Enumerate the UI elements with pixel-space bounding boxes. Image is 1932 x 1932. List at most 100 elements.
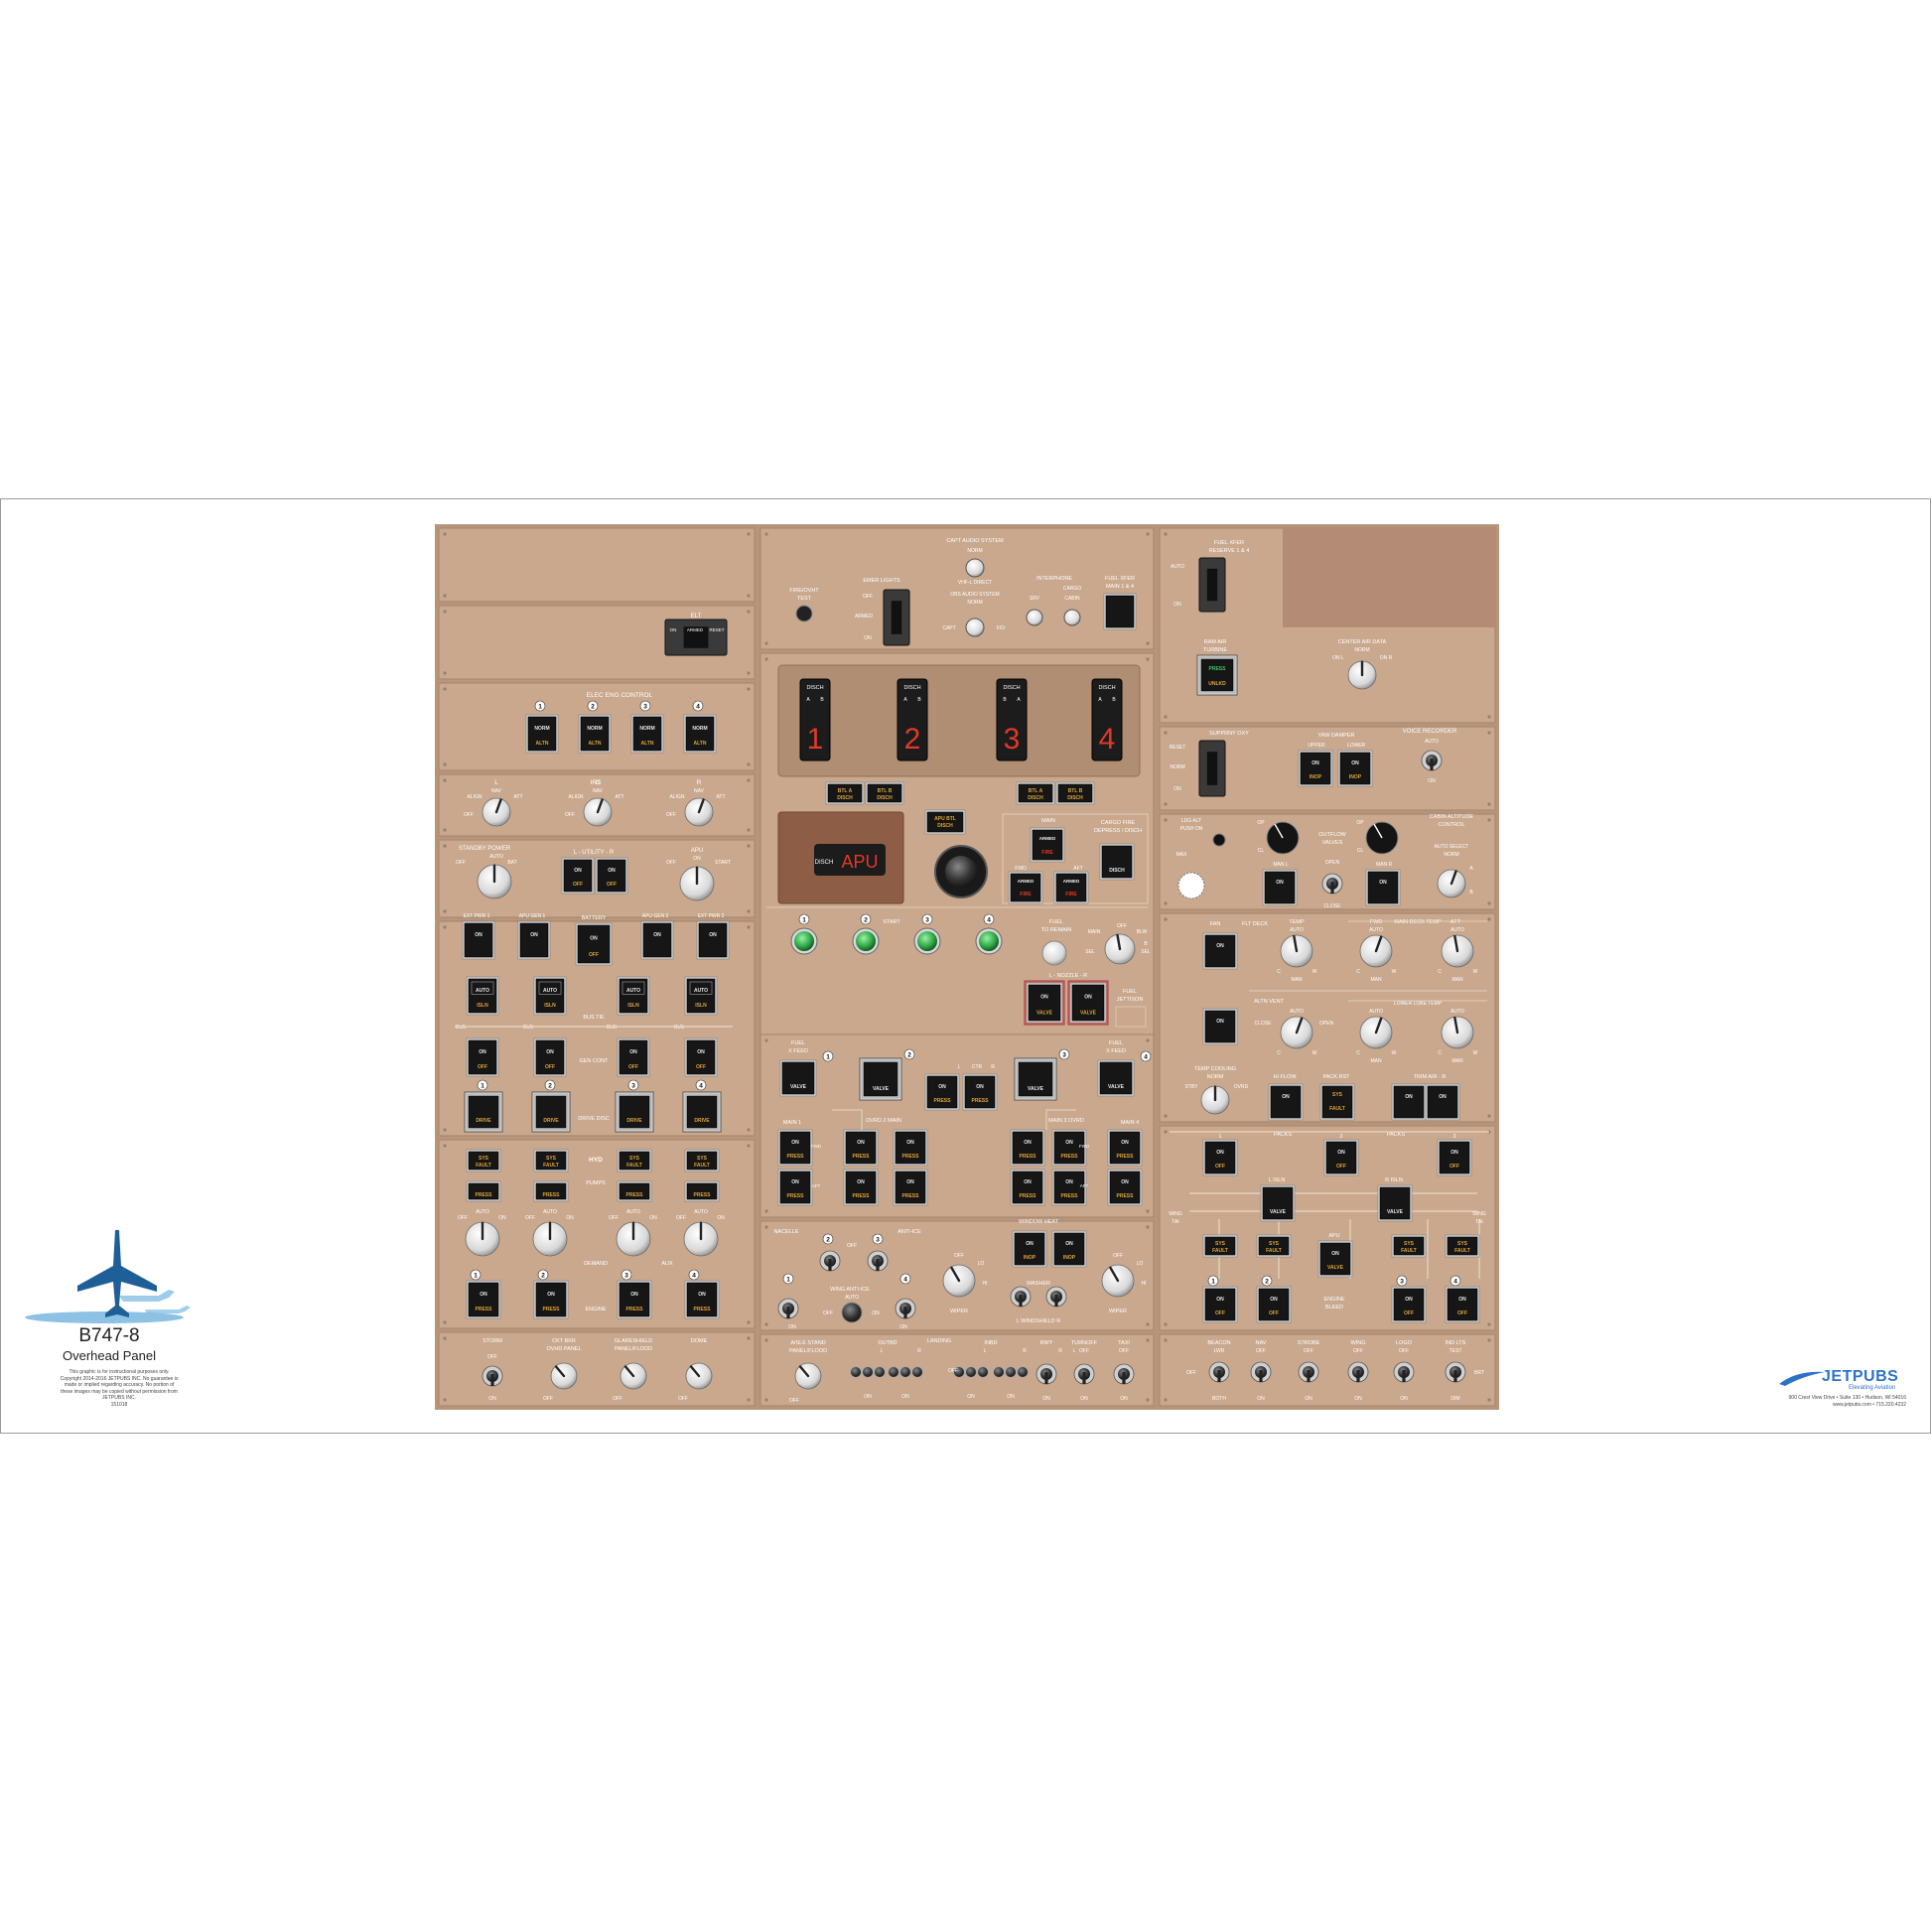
irs-knob-L[interactable] — [482, 797, 511, 827]
engine-bleed-3-face[interactable] — [1393, 1288, 1425, 1321]
landing-light-switch[interactable] — [977, 1366, 989, 1378]
elec-eng-ctrl-4-face[interactable] — [685, 716, 715, 752]
apu-knob[interactable] — [679, 866, 715, 901]
drive-disc-1[interactable]: DRIVE — [466, 1093, 501, 1131]
landing-light-switch[interactable] — [911, 1366, 923, 1378]
landing-light-switch[interactable] — [862, 1366, 874, 1378]
elec-eng-ctrl-1-face[interactable] — [527, 716, 557, 752]
bus-tie-1-face[interactable] — [535, 978, 565, 1014]
fuel-xfeed-3[interactable]: VALVE — [1016, 1059, 1055, 1099]
hyd-press-0[interactable]: PRESS — [466, 1180, 501, 1202]
elt-switch-lever[interactable] — [683, 626, 709, 648]
pack-rst-button-face[interactable] — [1321, 1085, 1353, 1119]
outflow-man-l-button[interactable]: ON — [1262, 869, 1298, 906]
utility-button-0-face[interactable] — [563, 859, 593, 893]
emer-lights-switch-lever[interactable] — [891, 601, 902, 634]
fuel-pump-5-1-face[interactable] — [1109, 1171, 1141, 1204]
lower-left-knob-1[interactable] — [550, 1362, 578, 1390]
exterior-light-wing[interactable] — [1347, 1361, 1369, 1383]
drive-disc-2-face[interactable] — [535, 1095, 567, 1129]
battery-button-face[interactable] — [577, 924, 611, 964]
fuel-jettison-knob[interactable] — [1104, 933, 1136, 965]
altn-vent-button-face[interactable] — [1204, 1010, 1236, 1043]
temp-cooling-knob[interactable] — [1200, 1085, 1230, 1115]
utility-button-1-face[interactable] — [597, 859, 626, 893]
temp-knob-5[interactable] — [1280, 1016, 1313, 1049]
btl-disch-1-face[interactable] — [867, 783, 902, 803]
hi-flow-button-face[interactable] — [1270, 1085, 1302, 1119]
fuel-pump-1-1-face[interactable] — [845, 1171, 877, 1204]
ext-pwr-0[interactable]: ON — [462, 920, 495, 960]
hyd-press-1-face[interactable] — [535, 1182, 567, 1200]
bus-tie-2-face[interactable] — [619, 978, 648, 1014]
gen-cont-2-face[interactable] — [619, 1039, 648, 1075]
trim-air-r[interactable]: ON — [1425, 1083, 1460, 1121]
nacelle-toggle-4[interactable] — [895, 1298, 916, 1319]
hyd-press-2[interactable]: PRESS — [617, 1180, 652, 1202]
outflow-man-l-button-face[interactable] — [1264, 871, 1296, 904]
fuel-pump-4-0-face[interactable] — [1053, 1131, 1085, 1165]
r-isln-valve[interactable]: VALVE — [1377, 1184, 1413, 1222]
fuel-xfer-button-face[interactable] — [1105, 595, 1135, 628]
ext-pwr-3[interactable]: ON — [696, 920, 730, 960]
landing-light-switch[interactable] — [953, 1366, 965, 1378]
elec-eng-ctrl-2-face[interactable] — [580, 716, 610, 752]
fuel-xfeed-2-face[interactable] — [863, 1061, 898, 1097]
hyd-press-0-face[interactable] — [468, 1182, 499, 1200]
start-light-4[interactable] — [979, 931, 999, 951]
cargo-fwd-armed-face[interactable] — [1010, 873, 1041, 902]
bleed-sys-fault-1-face[interactable] — [1258, 1236, 1290, 1256]
fan-button[interactable]: ON — [1202, 932, 1238, 970]
fuel-pump-5-0-face[interactable] — [1109, 1131, 1141, 1165]
fire-handle-body[interactable] — [996, 678, 1028, 761]
outflow-man-r-button-face[interactable] — [1367, 871, 1399, 904]
ctr-pump-0-face[interactable] — [926, 1075, 958, 1109]
yaw-damper-1-face[interactable] — [1339, 752, 1371, 785]
fuel-xfeed-1[interactable]: VALVE — [779, 1059, 817, 1097]
nozzle-valve-1-face[interactable] — [1071, 984, 1105, 1022]
lower-left-knob-2[interactable] — [620, 1362, 647, 1390]
irs-knob-C[interactable] — [583, 797, 613, 827]
exterior-light-ind-lts[interactable] — [1445, 1361, 1466, 1383]
exterior-light-nav[interactable] — [1250, 1361, 1272, 1383]
interphone-cabin-knob[interactable] — [1063, 609, 1081, 626]
trim-air-l-face[interactable] — [1393, 1085, 1425, 1119]
btl-disch-3-face[interactable] — [1057, 783, 1093, 803]
ldg-alt-button[interactable] — [1212, 833, 1226, 847]
obs-audio-knob[interactable] — [965, 618, 985, 637]
temp-knob-1[interactable] — [1359, 934, 1393, 968]
outflow-toggle[interactable] — [1321, 873, 1343, 895]
landing-light-switch[interactable] — [850, 1366, 862, 1378]
landing-light-switch[interactable] — [965, 1366, 977, 1378]
nozzle-valve-0-face[interactable] — [1028, 984, 1061, 1022]
fire-handle-body[interactable] — [1091, 678, 1123, 761]
hyd-engine-3-face[interactable] — [619, 1282, 650, 1317]
ext-pwr-3-face[interactable] — [698, 922, 728, 958]
